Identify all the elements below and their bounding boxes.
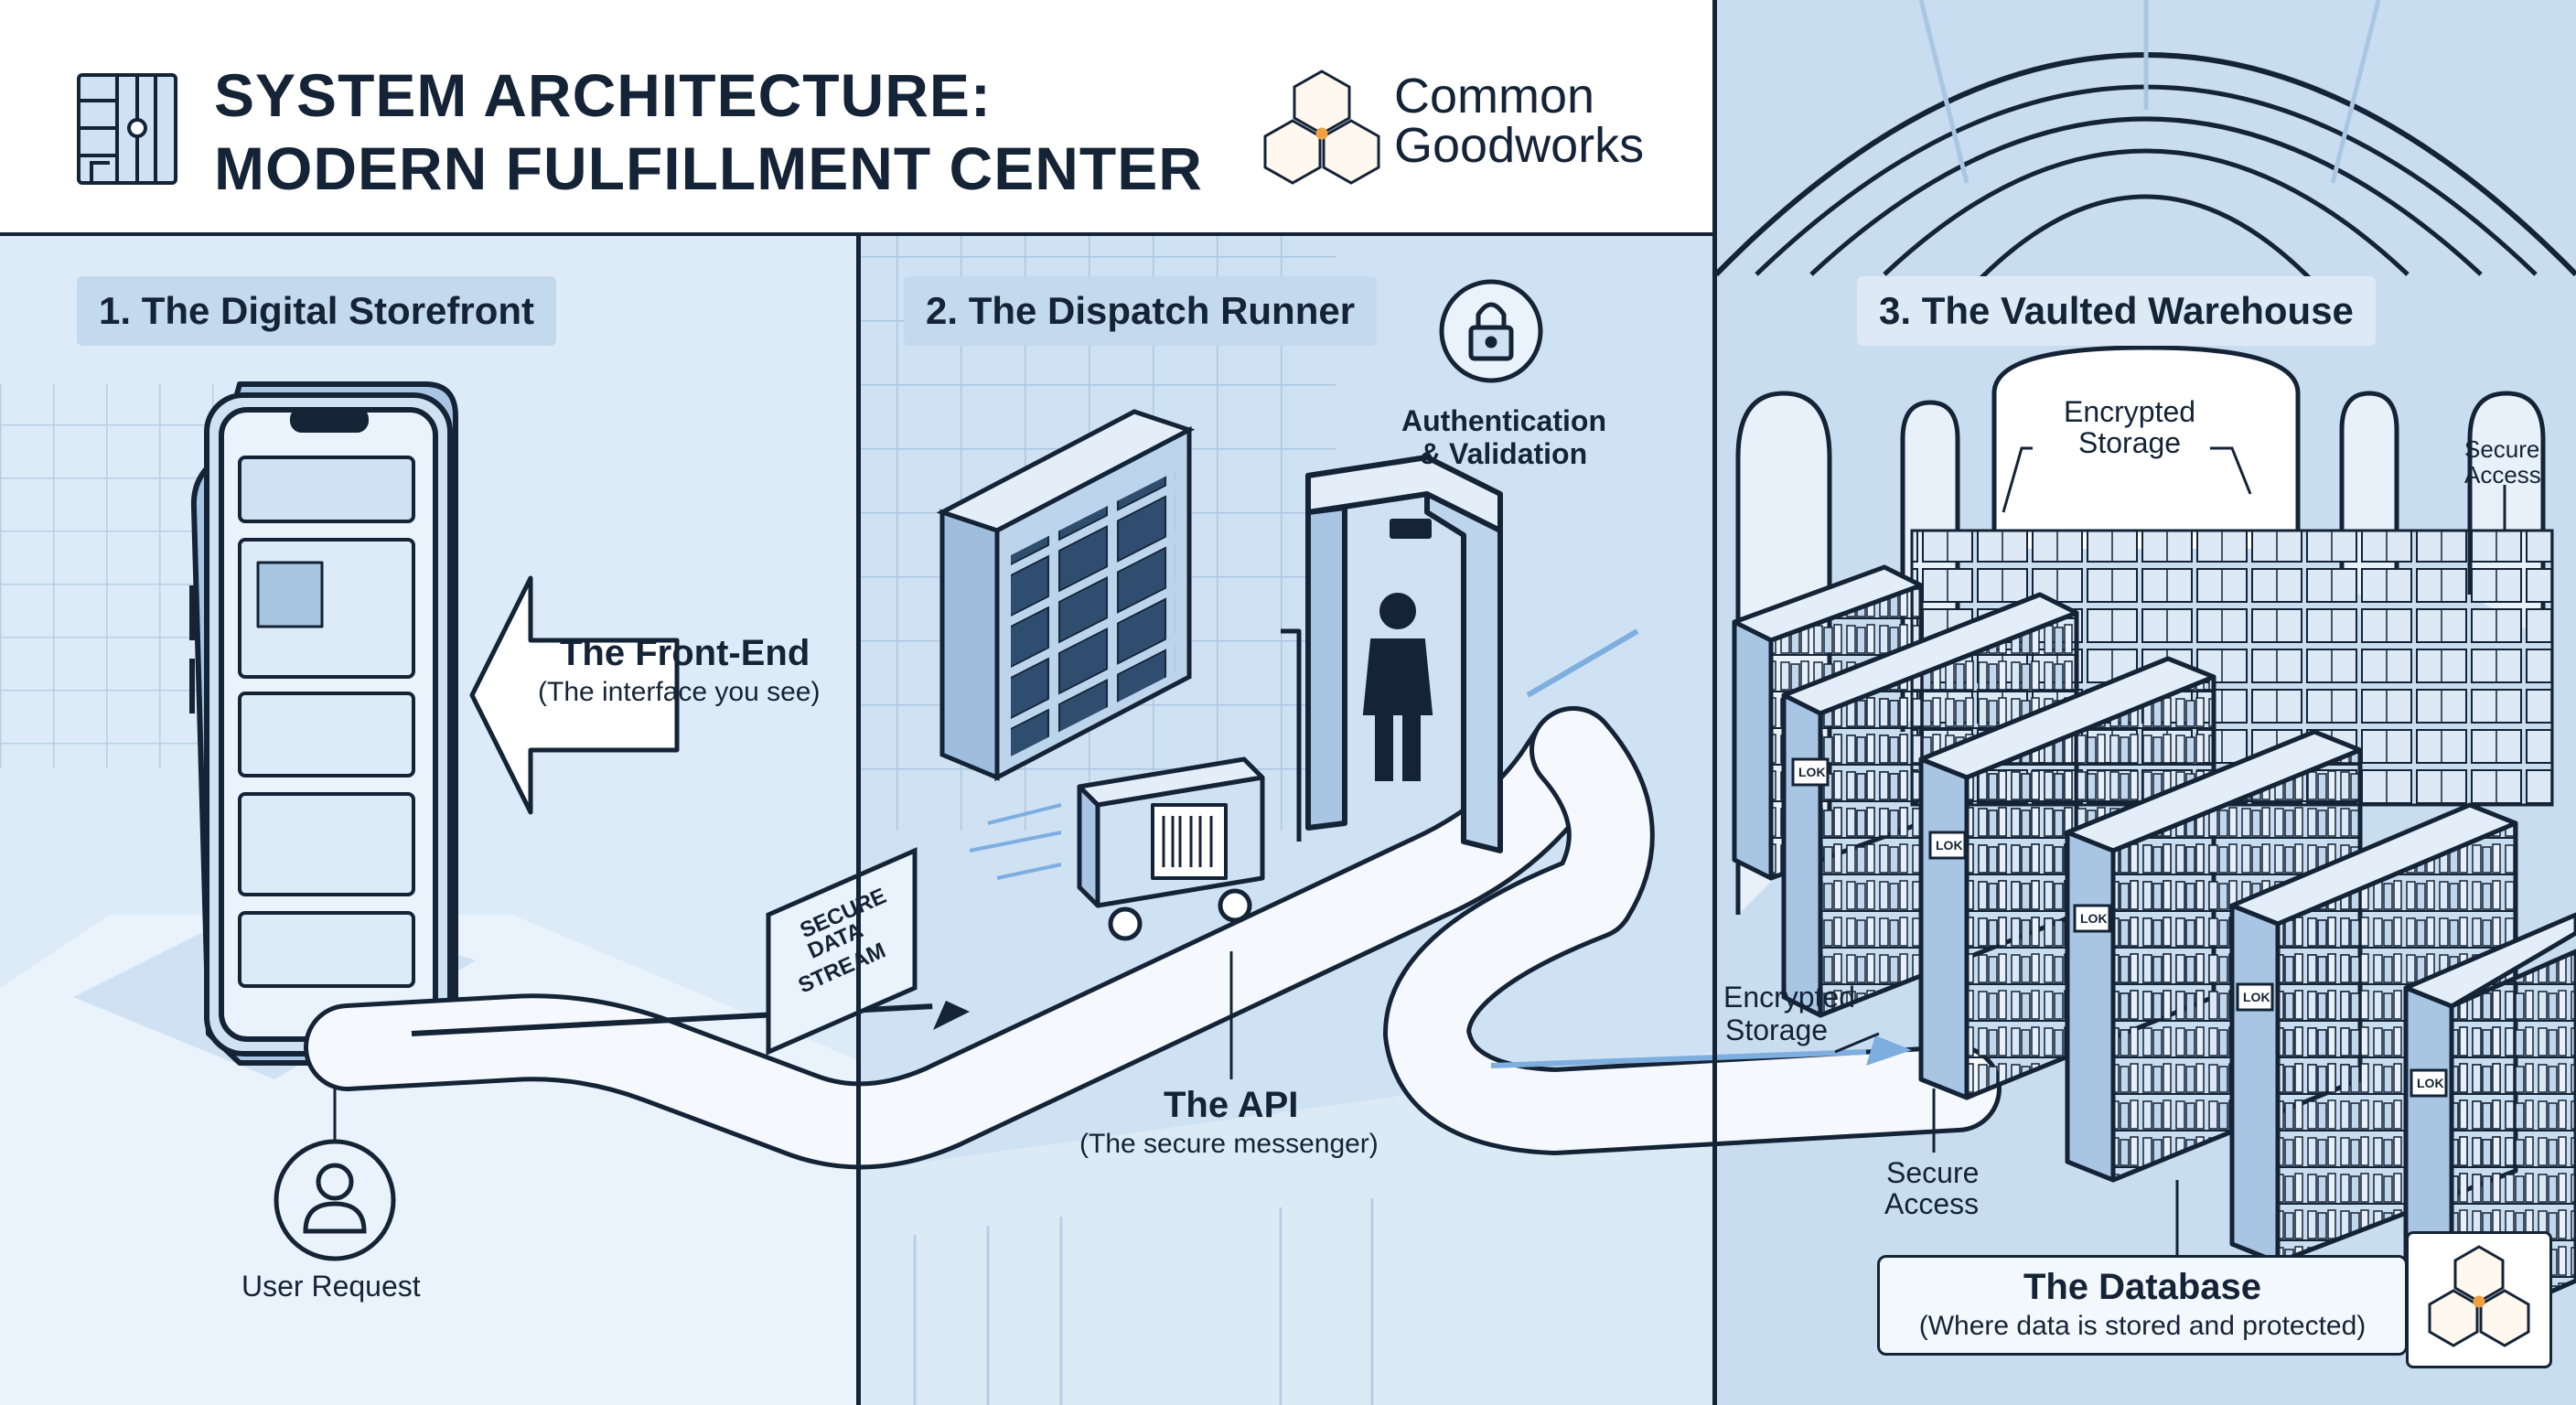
- encrypted-storage-top-line-2: Storage: [2078, 426, 2182, 459]
- database-title: The Database: [2023, 1267, 2262, 1307]
- panel-1-label: 1. The Digital Storefront: [77, 276, 557, 346]
- panel-3-label: 3. The Vaulted Warehouse: [1857, 276, 2376, 346]
- database-info-box: The Database (Where data is stored and p…: [1877, 1255, 2408, 1356]
- encrypted-storage-left-line-1: Encrypted: [1723, 981, 1856, 1014]
- encrypted-storage-top-line-1: Encrypted: [2064, 395, 2196, 428]
- divider-panel-2-3: [1712, 0, 1717, 1405]
- padlock-icon: [1439, 279, 1543, 383]
- authentication-gate: [1305, 455, 1503, 853]
- secure-access-bottom-line-1: Secure: [1886, 1156, 1980, 1189]
- auth-label-line-1: Authentication: [1401, 404, 1606, 437]
- secure-access-bottom-line-2: Access: [1884, 1187, 1980, 1220]
- blueprint-icon: [77, 73, 177, 185]
- divider-panel-1-2: [856, 236, 861, 1405]
- front-end-title: The Front-End: [560, 633, 810, 673]
- barcode-icon: [1162, 816, 1213, 867]
- secure-access-top-line-2: Access: [2464, 461, 2541, 488]
- page-title-line-2: MODERN FULFILLMENT CENTER: [214, 134, 1203, 202]
- rack-lock-tags: [1791, 757, 2448, 1098]
- rack-tag-2: LOK: [1936, 838, 1963, 853]
- api-title: The API: [1164, 1085, 1299, 1125]
- rack-tag-3: LOK: [2080, 911, 2108, 926]
- auth-label-line-2: & Validation: [1420, 437, 1588, 470]
- security-guard: [1362, 593, 1433, 781]
- smartphone-illustration: [189, 381, 458, 1066]
- rack-tag-5: LOK: [2417, 1076, 2444, 1090]
- brand-name-line-1: Common: [1394, 69, 1595, 123]
- hexagon-logo-icon: [1263, 70, 1380, 185]
- user-request-label: User Request: [242, 1270, 421, 1303]
- api-subtitle: (The secure messenger): [1079, 1129, 1379, 1159]
- server-building: [936, 409, 1196, 782]
- secure-data-stream-sign: [766, 847, 918, 1056]
- rack-tag-4: LOK: [2243, 990, 2270, 1004]
- encrypted-storage-left-line-2: Storage: [1725, 1014, 1829, 1046]
- user-icon: [274, 1139, 396, 1261]
- page-title-line-1: SYSTEM ARCHITECTURE:: [214, 61, 992, 129]
- panel-2-label: 2. The Dispatch Runner: [904, 276, 1378, 346]
- header-bar: [0, 0, 1716, 236]
- secure-access-top-line-1: Secure: [2464, 435, 2540, 463]
- brand-name-line-2: Goodworks: [1394, 118, 1645, 173]
- database-subtitle: (Where data is stored and protected): [1918, 1311, 2367, 1341]
- vault-ceiling: [1713, 0, 2576, 295]
- corner-logo-box: [2406, 1231, 2552, 1368]
- arrow-left-icon: [469, 575, 680, 815]
- front-end-subtitle: (The interface you see): [538, 677, 821, 707]
- hexagon-logo-icon: [2428, 1245, 2530, 1347]
- rack-tag-1: LOK: [1798, 765, 1826, 779]
